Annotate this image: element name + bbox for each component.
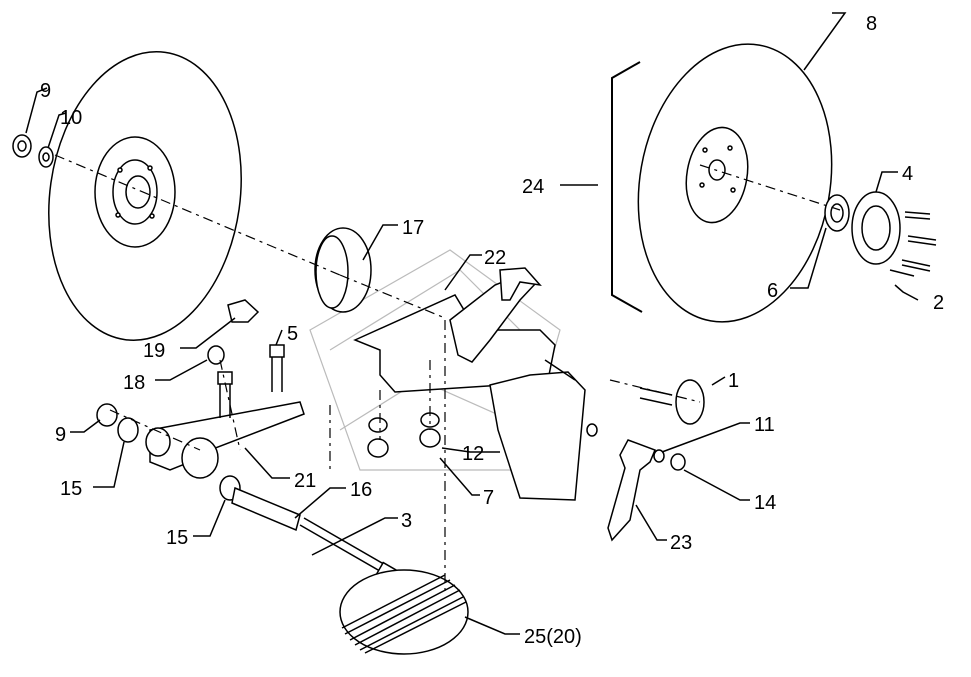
scraper-blade	[314, 227, 372, 313]
callout-5: 5	[287, 323, 298, 345]
callout-17: 17	[402, 217, 424, 239]
callout-19: 19	[143, 340, 165, 362]
scraper-bracket	[611, 61, 643, 313]
callout-3: 3	[401, 510, 412, 532]
leader-lines	[25, 12, 919, 635]
callout-labels: 1 2 3 4 5 6 7 8 9 9 10 11 12 14 15 15 16…	[40, 13, 944, 648]
callout-12: 12	[462, 443, 484, 465]
assembly-centerlines	[54, 154, 841, 595]
callout-8: 8	[866, 13, 877, 35]
hub-assembly	[824, 191, 937, 277]
callout-10: 10	[60, 107, 82, 129]
callout-15-upper: 15	[60, 478, 82, 500]
callout-14: 14	[754, 492, 776, 514]
callout-4: 4	[902, 163, 913, 185]
left-disc	[48, 51, 242, 341]
arm	[145, 401, 305, 479]
callout-21: 21	[294, 470, 316, 492]
callout-16: 16	[350, 479, 372, 501]
bolt-right	[639, 379, 705, 425]
callout-22: 22	[484, 247, 506, 269]
lever	[586, 423, 686, 542]
callout-11: 11	[754, 414, 775, 436]
callout-24: 24	[522, 176, 544, 198]
callout-15-lower: 15	[166, 527, 188, 549]
callout-18: 18	[123, 372, 145, 394]
right-disc	[637, 43, 833, 323]
pin-and-bolt	[231, 486, 400, 587]
callout-23: 23	[670, 532, 692, 554]
spring	[339, 569, 469, 655]
callout-9-bottom: 9	[55, 424, 66, 446]
callout-9-top: 9	[40, 80, 51, 102]
center-nuts	[367, 412, 441, 458]
callout-6: 6	[767, 280, 778, 302]
nut-washer-left	[12, 134, 54, 168]
callout-7: 7	[483, 487, 494, 509]
main-bracket	[353, 267, 586, 501]
callout-2: 2	[933, 292, 944, 314]
bolts-upper	[207, 299, 285, 418]
callout-1: 1	[728, 370, 739, 392]
callout-25-20: 25(20)	[524, 626, 582, 648]
